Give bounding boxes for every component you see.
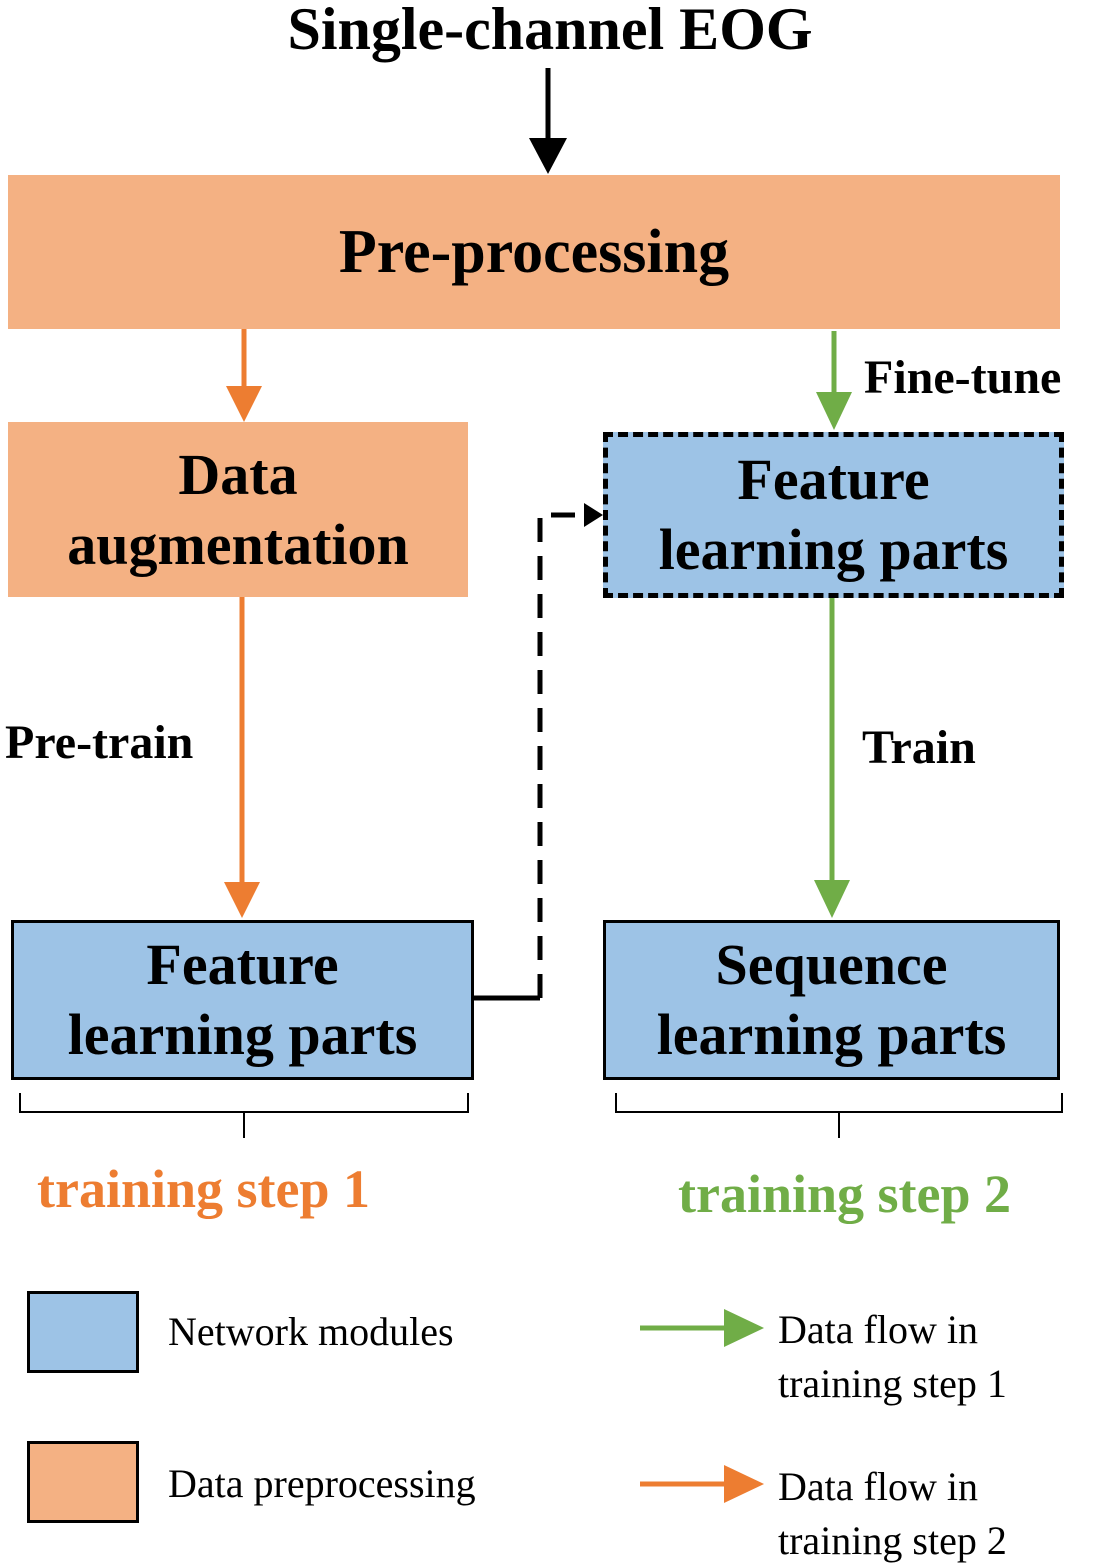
brace-training-step-2 [615, 1093, 1063, 1138]
data-augmentation-label-2: augmentation [67, 511, 409, 577]
sequence-learning-label-2: learning parts [656, 1002, 1007, 1067]
feature-learning-pretrain-label-2: learning parts [67, 1002, 418, 1067]
pre-train-label: Pre-train [5, 716, 194, 769]
legend-flow-2-label-line2: training step 2 [778, 1518, 1007, 1563]
legend-data-preprocessing-label: Data preprocessing [168, 1461, 476, 1506]
train-label: Train [862, 721, 976, 774]
legend-flow-1-label-line1: Data flow in [778, 1307, 978, 1352]
sequence-learning-box: Sequence learning parts [603, 920, 1060, 1080]
data-augmentation-box: Data augmentation [8, 422, 468, 597]
orange-arrow-to-augmentation [226, 329, 262, 422]
legend-flow-2-label-line1: Data flow in [778, 1464, 978, 1509]
training-step-2-label: training step 2 [678, 1164, 1012, 1224]
legend-orange-arrow [640, 1465, 764, 1503]
green-arrow-finetune [816, 331, 852, 430]
feature-learning-pretrain-box: Feature learning parts [11, 920, 474, 1080]
preprocessing-label: Pre-processing [338, 217, 730, 286]
legend-flow-1-label-line2: training step 1 [778, 1361, 1007, 1406]
green-arrow-train [814, 598, 850, 918]
diagram-title: Single-channel EOG [287, 0, 813, 62]
training-step-1-label: training step 1 [37, 1159, 371, 1219]
brace-training-step-1 [19, 1093, 469, 1138]
feature-learning-finetune-box: Feature learning parts [603, 432, 1064, 598]
sequence-learning-label-1: Sequence [715, 932, 948, 998]
legend-network-modules-label: Network modules [168, 1309, 454, 1354]
legend-swatch-network-modules [27, 1291, 139, 1373]
preprocessing-box: Pre-processing [8, 175, 1060, 329]
legend-swatch-data-preprocessing [27, 1441, 139, 1523]
legend-green-arrow [640, 1309, 764, 1347]
feature-learning-finetune-label-1: Feature [737, 447, 930, 513]
feature-learning-finetune-label-2: learning parts [658, 517, 1009, 582]
orange-arrow-pretrain [224, 597, 260, 918]
feature-learning-pretrain-label-1: Feature [146, 932, 339, 998]
fine-tune-label: Fine-tune [864, 351, 1062, 404]
input-arrow [529, 68, 567, 174]
weight-transfer-connector [474, 503, 603, 1001]
data-augmentation-label-1: Data [178, 441, 298, 507]
